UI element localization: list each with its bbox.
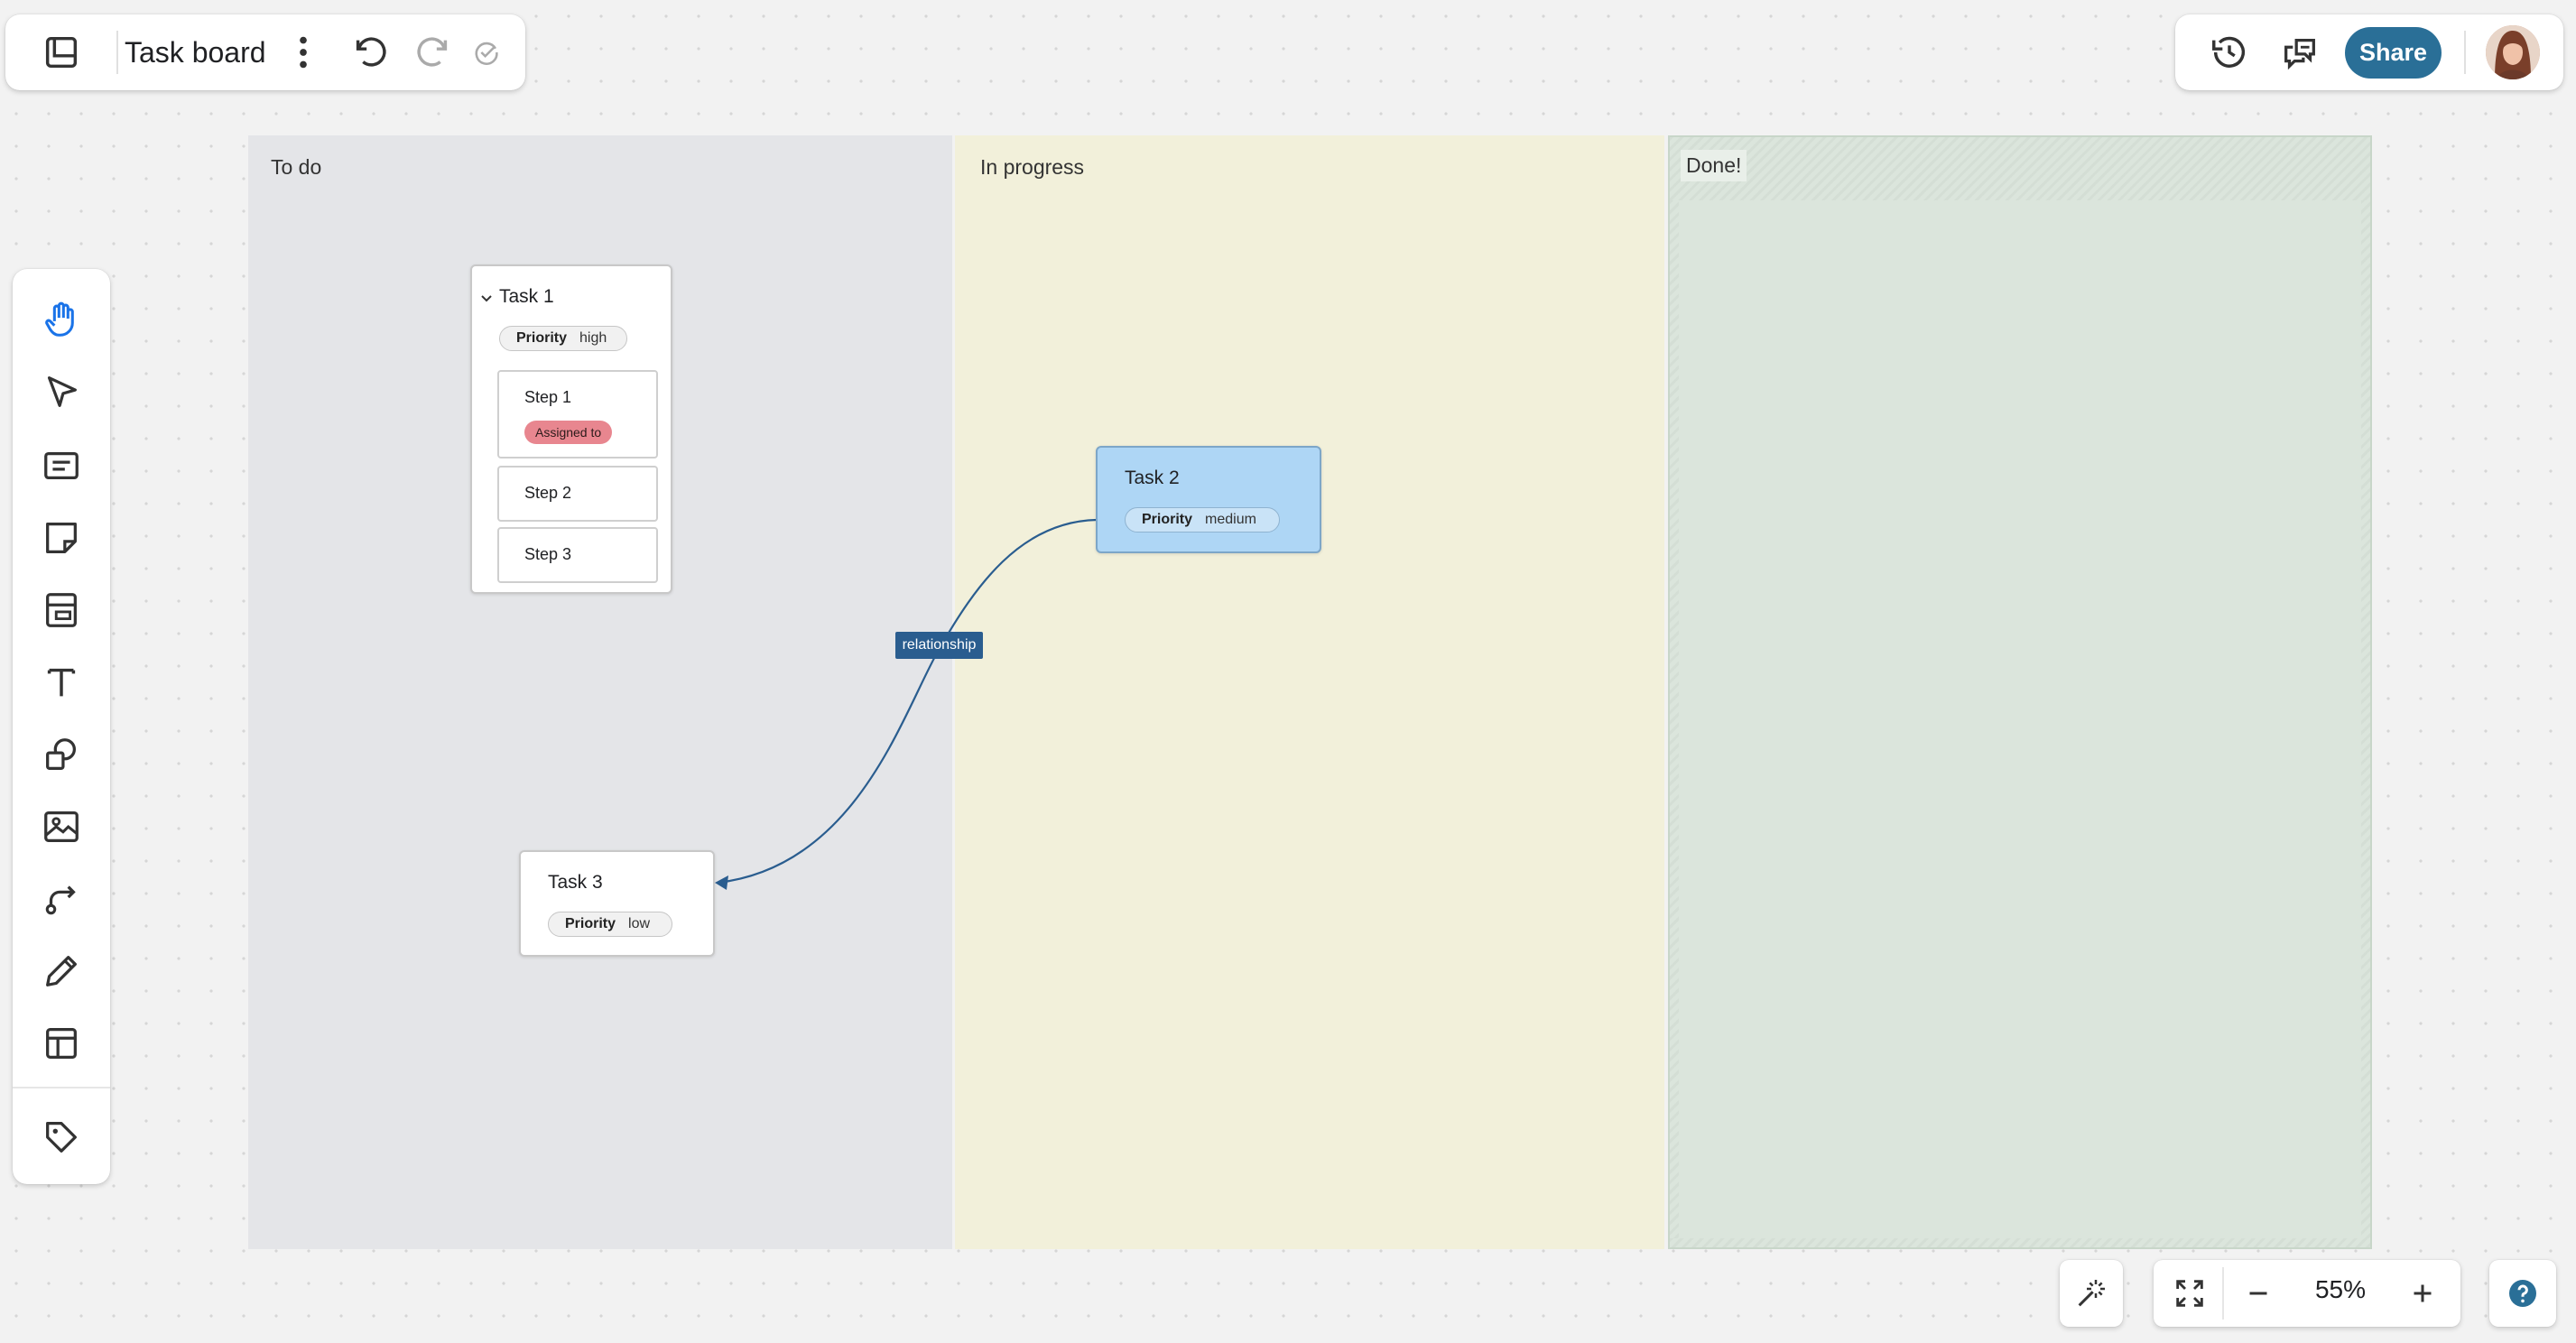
- task-card-1[interactable]: Task 1 Priority high Step 1 Assigned to …: [470, 264, 672, 594]
- text-icon[interactable]: [32, 653, 90, 711]
- fit-screen-icon[interactable]: [2161, 1264, 2219, 1322]
- board-logo-icon[interactable]: [32, 23, 90, 81]
- relationship-label[interactable]: relationship: [895, 632, 983, 659]
- left-toolbar: [13, 269, 110, 1184]
- zoom-panel: [2154, 1260, 2460, 1327]
- column-in-progress[interactable]: In progress: [955, 135, 1664, 1249]
- zoom-level[interactable]: 55%: [2314, 1275, 2367, 1303]
- divider: [13, 1087, 110, 1088]
- priority-pill[interactable]: Priority high: [499, 326, 627, 351]
- magic-wand-icon[interactable]: [2062, 1264, 2120, 1322]
- step-card-2[interactable]: Step 2: [497, 466, 658, 522]
- column-edge: [2361, 200, 2370, 1247]
- column-edge: [1670, 200, 1679, 1247]
- priority-pill[interactable]: Priority low: [548, 912, 672, 937]
- share-button[interactable]: Share: [2345, 27, 2442, 79]
- undo-icon[interactable]: [341, 23, 399, 81]
- zoom-in-icon[interactable]: [2394, 1264, 2451, 1322]
- history-icon[interactable]: [2201, 23, 2258, 81]
- task-title: Task 3: [548, 872, 603, 893]
- hand-icon[interactable]: [32, 291, 90, 348]
- tag-icon[interactable]: [32, 1108, 90, 1166]
- text-card-icon[interactable]: [32, 437, 90, 495]
- priority-key: Priority: [516, 330, 568, 346]
- frame-card-icon[interactable]: [32, 581, 90, 639]
- redo-icon[interactable]: [404, 23, 462, 81]
- task-card-2[interactable]: Task 2 Priority medium: [1096, 446, 1321, 553]
- help-panel: [2489, 1260, 2556, 1327]
- column-header-band: [1670, 137, 2370, 200]
- column-done[interactable]: Done!: [1668, 135, 2372, 1249]
- task-title: Task 1: [499, 286, 554, 307]
- chevron-down-icon[interactable]: [479, 292, 494, 306]
- layout-icon[interactable]: [32, 1014, 90, 1072]
- image-icon[interactable]: [32, 798, 90, 856]
- sticky-note-icon[interactable]: [32, 509, 90, 567]
- assigned-badge[interactable]: Assigned to: [524, 421, 613, 444]
- avatar[interactable]: [2486, 25, 2540, 79]
- step-card-3[interactable]: Step 3: [497, 527, 658, 583]
- magic-panel: [2060, 1260, 2123, 1327]
- priority-key: Priority: [1142, 512, 1193, 527]
- column-label: In progress: [980, 155, 1085, 179]
- pen-icon[interactable]: [32, 942, 90, 1000]
- divider: [2464, 31, 2466, 74]
- task-title: Task 2: [1125, 468, 1180, 488]
- connector-line[interactable]: [717, 518, 1098, 885]
- priority-pill[interactable]: Priority medium: [1125, 507, 1280, 533]
- step-title: Step 3: [524, 545, 572, 563]
- saved-check-icon: [464, 23, 509, 81]
- select-pointer-icon[interactable]: [32, 363, 90, 421]
- step-title: Step 2: [524, 484, 572, 502]
- priority-value: medium: [1205, 512, 1256, 527]
- step-card-1[interactable]: Step 1 Assigned to: [497, 370, 658, 458]
- priority-value: high: [579, 330, 607, 346]
- divider: [2222, 1267, 2224, 1320]
- help-icon[interactable]: [2494, 1264, 2552, 1322]
- more-vert-icon[interactable]: [281, 23, 326, 81]
- task-card-3[interactable]: Task 3 Priority low: [519, 850, 715, 957]
- zoom-out-icon[interactable]: [2229, 1264, 2287, 1322]
- column-edge: [1670, 1238, 2370, 1247]
- step-title: Step 1: [524, 388, 572, 406]
- priority-value: low: [628, 916, 651, 931]
- board-title[interactable]: Task board: [125, 36, 266, 69]
- column-label: Done!: [1681, 150, 1747, 181]
- header-bar: Task board: [5, 14, 525, 90]
- connector-icon[interactable]: [32, 870, 90, 928]
- column-label: To do: [271, 155, 322, 179]
- shapes-icon[interactable]: [32, 726, 90, 783]
- arrowhead-icon: [715, 875, 728, 890]
- divider: [116, 31, 118, 74]
- priority-key: Priority: [565, 916, 616, 931]
- comments-icon[interactable]: [2271, 23, 2329, 81]
